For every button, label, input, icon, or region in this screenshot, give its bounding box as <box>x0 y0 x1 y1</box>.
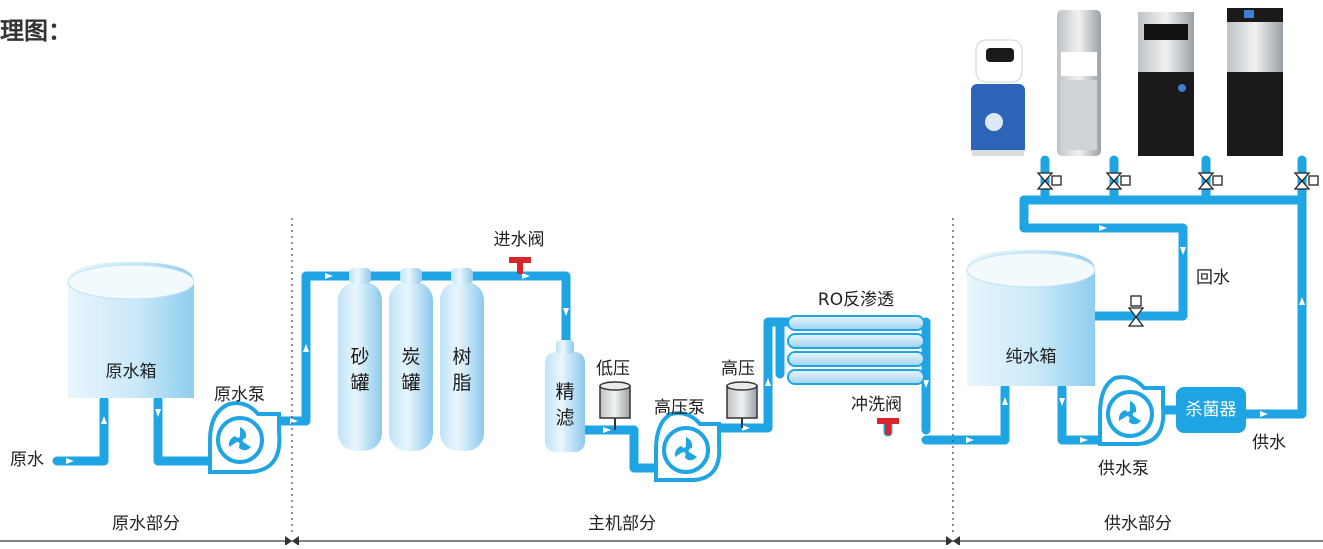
sterilizer-box <box>1176 387 1246 433</box>
return-loop-pipe <box>1019 195 1188 321</box>
label-sand-tank: 砂罐 <box>350 346 370 394</box>
section-raw-part: 原水部分 <box>112 514 180 534</box>
valve-1 <box>1036 172 1062 190</box>
high-pressure-pump <box>654 411 722 482</box>
sterilizer-to-supply-riser <box>1239 195 1307 419</box>
section-main-part: 主机部分 <box>588 514 656 534</box>
label-fine-filter: 精滤 <box>555 381 575 429</box>
label-high-pressure: 高压 <box>721 359 755 379</box>
axis-markers <box>285 536 960 546</box>
inlet-valve-symbol <box>509 257 531 274</box>
water-dispenser-3 <box>1138 12 1194 156</box>
carbon-column <box>389 268 433 451</box>
label-high-pressure-pump: 高压泵 <box>654 398 705 418</box>
raw-water-tank <box>67 262 195 398</box>
label-return-water: 回水 <box>1196 268 1230 288</box>
sand-column <box>338 268 382 451</box>
label-pure-water-tank: 纯水箱 <box>1005 347 1057 367</box>
fine-filter-to-hp-pump-pipe <box>580 425 667 473</box>
label-supply-pump: 供水泵 <box>1098 459 1149 479</box>
filter-columns <box>338 268 484 451</box>
section-dividers <box>291 218 954 534</box>
return-valve-symbol <box>1127 295 1145 327</box>
supply-valves <box>1036 172 1319 190</box>
inlet-valve-to-fine-filter-pipe <box>503 271 571 350</box>
valve-4 <box>1293 172 1319 190</box>
pure-water-tank <box>966 250 1096 386</box>
water-dispenser-1 <box>971 39 1025 156</box>
raw-water-pump <box>208 401 282 474</box>
water-dispenser-2 <box>1057 10 1101 156</box>
label-carbon-tank: 炭罐 <box>401 346 421 394</box>
low-pressure-switch <box>599 381 631 430</box>
label-low-pressure: 低压 <box>596 359 630 379</box>
label-sterilizer: 杀菌器 <box>1185 400 1237 420</box>
fine-filter <box>545 340 585 452</box>
high-pressure-switch <box>726 381 758 428</box>
label-resin: 树脂 <box>452 346 472 394</box>
label-flush-valve: 冲洗阀 <box>851 395 902 415</box>
water-dispenser-4 <box>1227 8 1283 156</box>
label-raw-water-tank: 原水箱 <box>105 362 157 382</box>
ro-membranes <box>787 315 925 385</box>
label-inlet-valve: 进水阀 <box>493 230 545 250</box>
raw-tank-to-pump-pipe <box>153 395 219 466</box>
resin-column <box>440 268 484 451</box>
supply-pump <box>1098 375 1166 446</box>
label-ro: RO反渗透 <box>817 290 895 310</box>
valve-2 <box>1105 172 1131 190</box>
label-raw-water: 原水 <box>10 450 44 470</box>
raw-inlet-pipe <box>52 395 109 466</box>
flush-valve-symbol <box>877 418 899 435</box>
label-supply-water: 供水 <box>1252 433 1286 453</box>
page-title: 理图： <box>0 17 72 45</box>
section-supply-part: 供水部分 <box>1104 514 1172 534</box>
label-raw-water-pump: 原水泵 <box>214 385 265 405</box>
ro-to-pure-tank-pipe <box>921 383 1010 445</box>
valve-3 <box>1197 172 1223 190</box>
